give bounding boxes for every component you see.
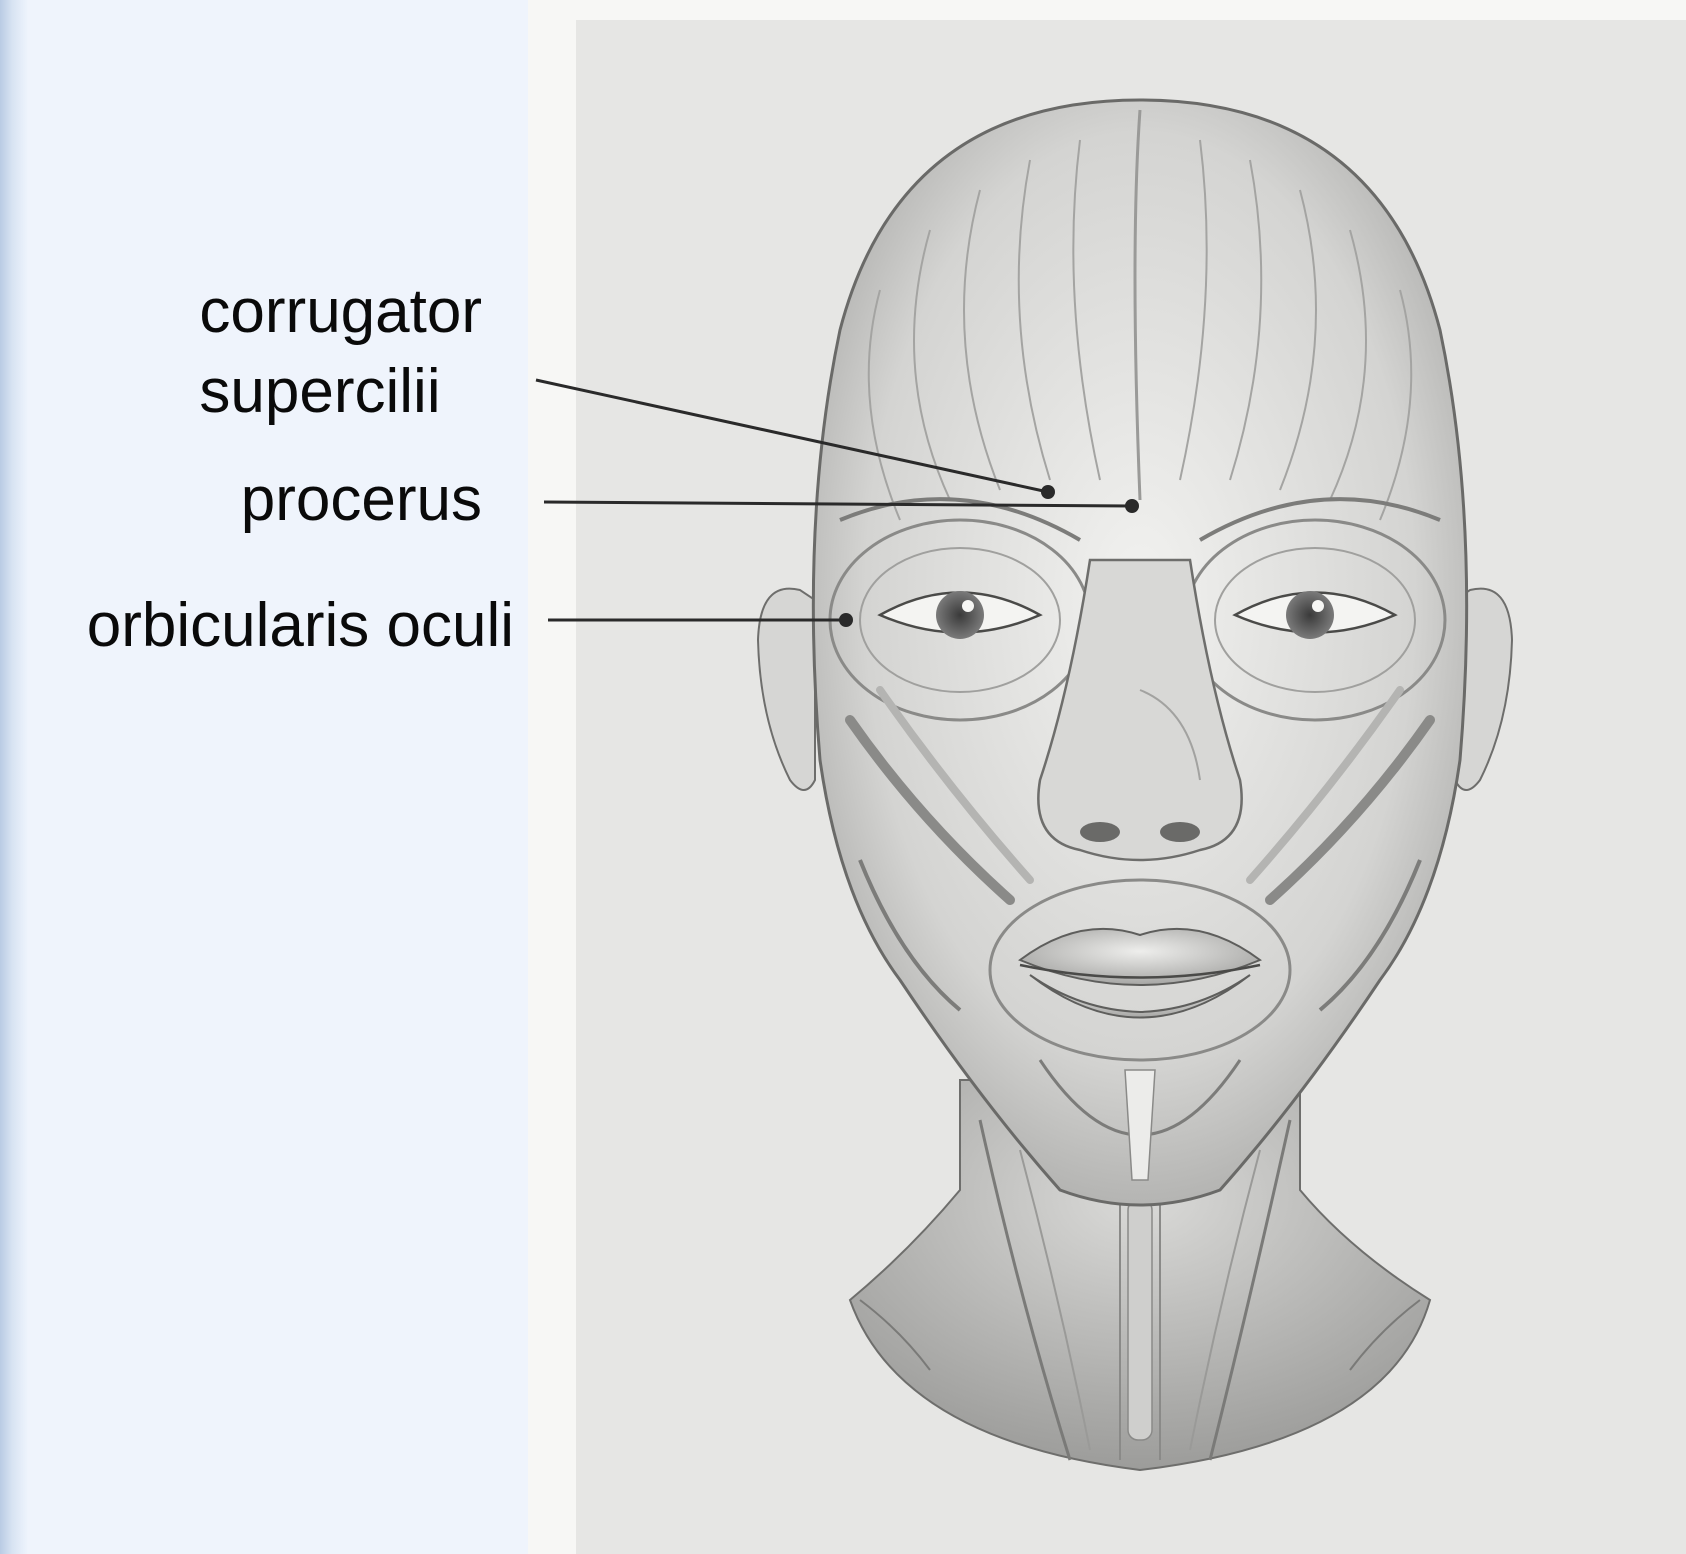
label-orbicularis-oculi: orbicularis oculi (87, 586, 514, 666)
pointer-dot-orbicularis (839, 613, 853, 627)
pointer-dot-procerus (1125, 499, 1139, 513)
label-corrugator-line1: corrugator (199, 272, 482, 352)
label-corrugator-supercilii: corrugator supercilii (199, 272, 482, 432)
pointer-dot-corrugator (1041, 485, 1055, 499)
label-corrugator-line2: supercilii (199, 352, 482, 432)
label-procerus: procerus (241, 460, 482, 540)
